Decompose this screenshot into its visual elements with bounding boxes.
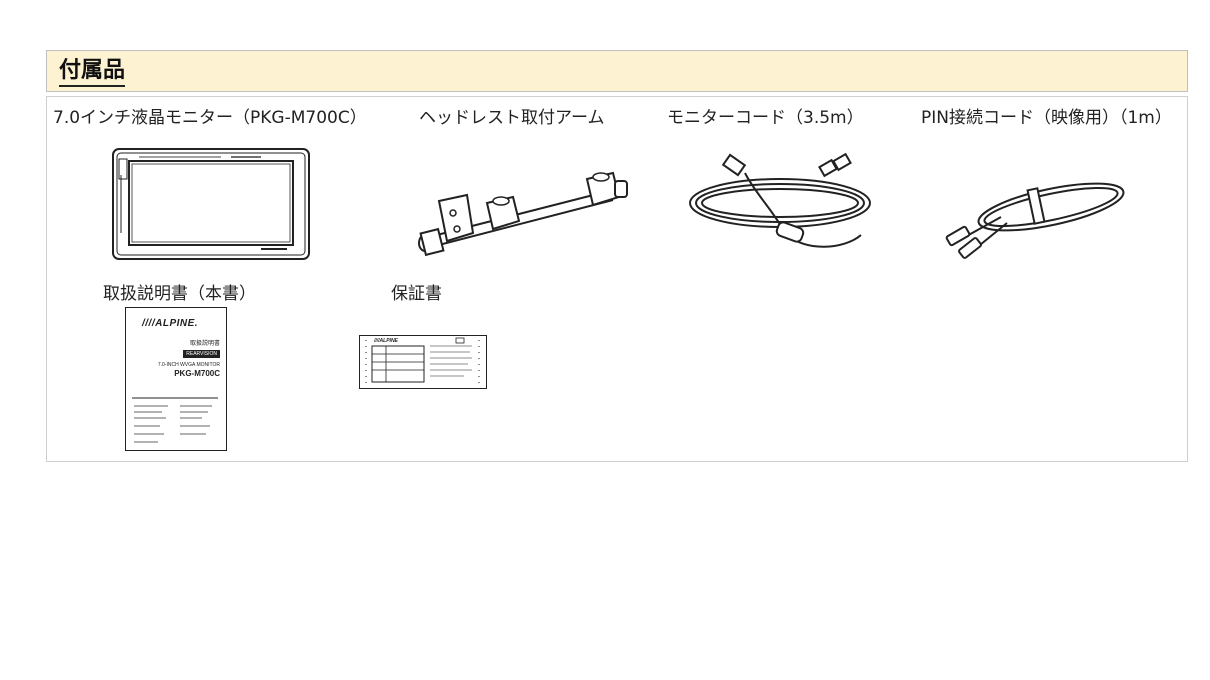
warranty-icon: ////ALPINE — [359, 335, 487, 389]
monitor-cord-icon — [685, 153, 875, 257]
warranty-form-lines — [365, 337, 480, 384]
manual-brand: ////ALPINE. — [142, 318, 199, 329]
section-header: 付属品 — [46, 50, 1188, 92]
manual-model: PKG-M700C — [174, 369, 220, 378]
pin-cord-icon — [941, 167, 1131, 259]
manual-contents-lines — [132, 397, 218, 443]
item-label-headrest-arm: ヘッドレスト取付アーム — [419, 108, 605, 128]
item-label-manual: 取扱説明書（本書） — [103, 284, 256, 304]
manual-series: REARVISION — [183, 350, 220, 358]
section-title: 付属品 — [59, 57, 126, 87]
headrest-arm-icon — [409, 167, 635, 259]
warranty-brand: ////ALPINE — [374, 338, 398, 344]
monitor-icon — [111, 145, 311, 263]
manual-subtitle: 7.0-INCH WVGA MONITOR — [157, 362, 220, 368]
manual-icon: ////ALPINE. 取扱説明書 REARVISION 7.0-INCH WV… — [125, 307, 227, 451]
item-label-warranty: 保証書 — [391, 284, 442, 304]
item-label-monitor-cord: モニターコード（3.5m） — [667, 108, 864, 128]
item-label-pin-cord: PIN接続コード（映像用）（1m） — [921, 108, 1172, 128]
item-label-monitor: 7.0インチ液晶モニター（PKG-M700C） — [53, 108, 367, 128]
manual-title-jp: 取扱説明書 — [189, 341, 220, 347]
accessories-panel: 7.0インチ液晶モニター（PKG-M700C） ヘッドレスト取付アーム — [46, 96, 1188, 462]
